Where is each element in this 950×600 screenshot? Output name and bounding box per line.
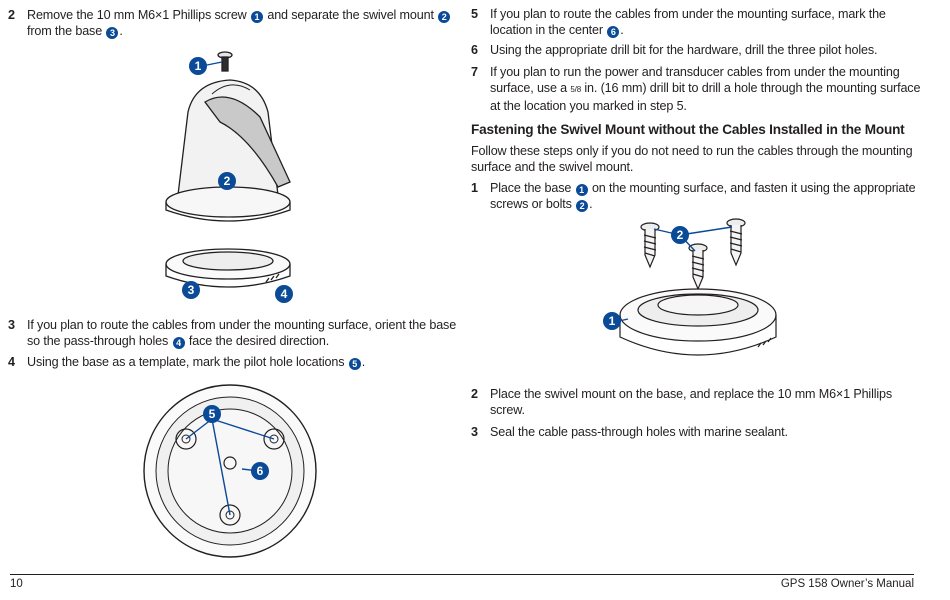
callout-2: 2 (671, 226, 689, 244)
footer-rule (10, 574, 914, 575)
swivel-mount-illustration: 1 2 3 4 (165, 51, 293, 303)
svg-text:2: 2 (677, 228, 684, 242)
callout-badge: 6 (607, 26, 620, 38)
svg-text:2: 2 (224, 174, 231, 188)
step-number: 2 (8, 8, 15, 22)
manual-title: GPS 158 Owner’s Manual (780, 578, 914, 590)
callout-badge: 5 (348, 358, 361, 370)
callout-badge: 4 (172, 337, 185, 349)
svg-text:5: 5 (209, 407, 216, 421)
section-intro: Follow these steps only if you do not ne… (471, 144, 913, 174)
callout-6: 6 (251, 462, 269, 480)
callout-badge: 1 (575, 184, 588, 196)
callout-badge: 2 (576, 200, 589, 212)
fraction: 5/8 (570, 85, 582, 94)
callout-5: 5 (203, 405, 221, 423)
svg-text:1: 1 (609, 314, 616, 328)
callout-3: 3 (182, 281, 200, 299)
page-number: 10 (10, 578, 23, 590)
step-number: 2 (471, 387, 478, 401)
step-number: 6 (471, 43, 478, 57)
step-number: 1 (471, 181, 478, 195)
callout-2: 2 (218, 172, 236, 190)
section-heading: Fastening the Swivel Mount without the C… (471, 122, 905, 137)
callout-badge: 2 (438, 11, 451, 23)
svg-text:3: 3 (188, 283, 195, 297)
callout-4: 4 (275, 285, 293, 303)
svg-text:6: 6 (257, 464, 264, 478)
callout-1: 1 (603, 312, 621, 330)
step-number: 5 (471, 7, 478, 21)
base-template-illustration: 5 6 (143, 384, 317, 558)
step-number: 4 (8, 355, 15, 369)
callout-badge: 1 (250, 11, 263, 23)
step-number: 3 (8, 318, 15, 332)
callout-1: 1 (189, 57, 223, 75)
base-with-screws-illustration: 2 1 (603, 218, 777, 356)
svg-text:1: 1 (195, 59, 202, 73)
step-number: 3 (471, 425, 478, 439)
callout-badge: 3 (106, 27, 119, 39)
svg-text:4: 4 (281, 287, 288, 301)
step-number: 7 (471, 65, 478, 79)
